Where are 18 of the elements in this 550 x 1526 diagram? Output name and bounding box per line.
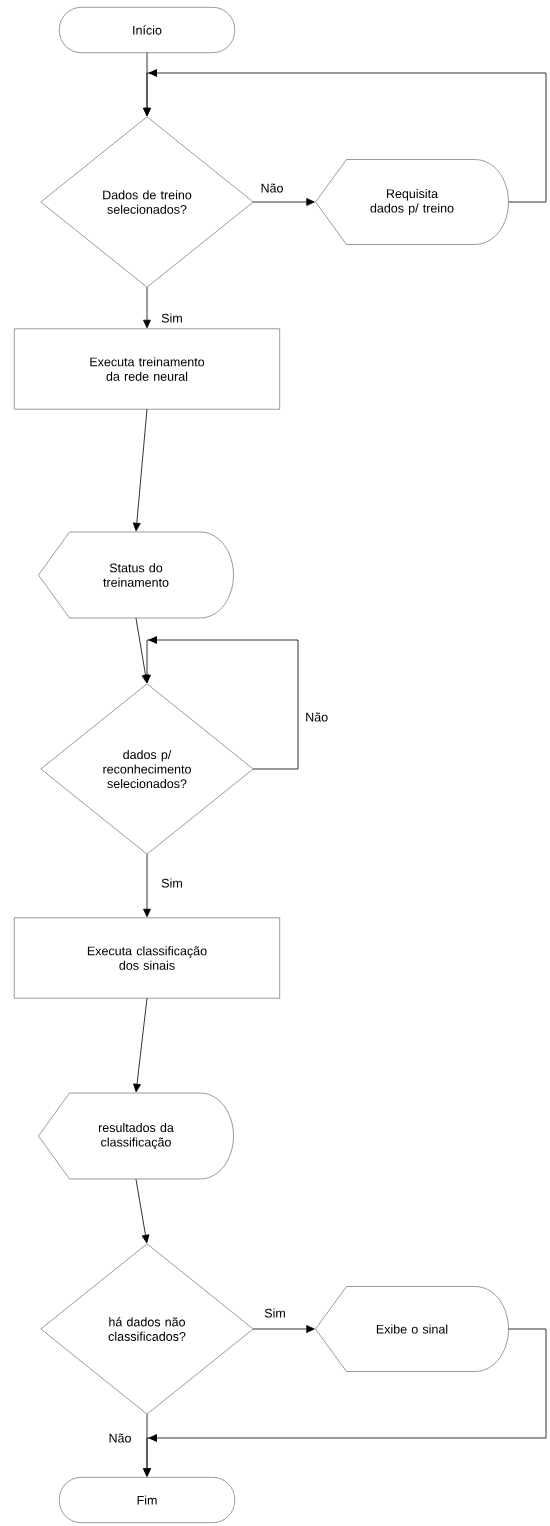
process-box: Executa classificação dos sinais [14,917,280,999]
arrow [132,408,148,532]
arrow [143,636,299,770]
edge-label: Não [304,711,330,723]
arrow [135,1178,150,1244]
process-box: Executa treinamento da rede neural [14,328,280,410]
edge-label: Não [107,1432,133,1444]
edge-label: Sim [263,1307,287,1319]
arrow [143,1413,151,1477]
edge-label: Sim [160,312,184,324]
arrow [143,853,151,918]
edge-label: Não [259,182,285,194]
arrow [143,69,547,203]
arrow [143,286,151,329]
arrow [252,1325,315,1333]
edge-label: Sim [160,877,184,889]
arrow [252,198,315,206]
arrow [133,997,148,1093]
